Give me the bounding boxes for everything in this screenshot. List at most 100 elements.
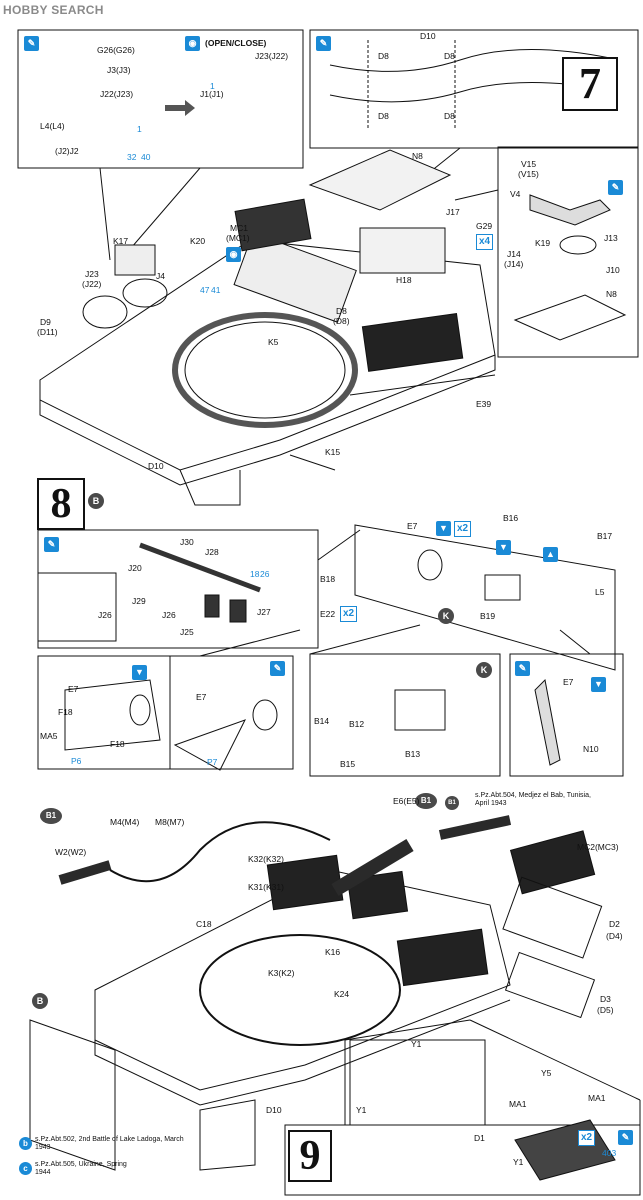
part-label: G29	[476, 221, 493, 231]
quantity-x2-badge: x2	[340, 606, 358, 622]
assembly-option-icon: ◉	[185, 36, 200, 51]
part-label: B13	[405, 749, 421, 759]
part-label: E7	[196, 692, 207, 702]
part-label: G26(G26)	[97, 45, 135, 55]
ref-number: 40	[141, 152, 151, 162]
part-label: D8	[444, 51, 455, 61]
ref-number: 1	[210, 81, 215, 91]
step-number-7: 7	[562, 57, 618, 111]
part-label: K5	[268, 337, 279, 347]
part-label: N8	[606, 289, 617, 299]
part-label: (V15)	[518, 169, 539, 179]
part-label: B19	[480, 611, 496, 621]
part-label: J1(J1)	[200, 89, 224, 99]
part-label: P6	[71, 756, 82, 766]
cement-icon: ✎	[44, 537, 59, 552]
assembly-option-icon: ▼	[436, 521, 451, 536]
part-label: J26	[98, 610, 112, 620]
version-marker-b: B	[32, 993, 48, 1009]
part-label: J4	[156, 271, 165, 281]
cement-icon: ✎	[24, 36, 39, 51]
part-label: J10	[606, 265, 620, 275]
part-label: J17	[446, 207, 460, 217]
part-label: J14	[507, 249, 521, 259]
part-label: B17	[597, 531, 613, 541]
step-number-9: 9	[288, 1130, 332, 1182]
part-label: Y1	[411, 1039, 422, 1049]
part-label: D8	[444, 111, 455, 121]
part-label: J13	[604, 233, 618, 243]
assembly-option-icon: ▼	[132, 665, 147, 680]
part-label: J3(J3)	[107, 65, 131, 75]
callout-box-v15	[497, 146, 639, 358]
callout-box-hatch	[17, 29, 304, 169]
part-label: E7	[407, 521, 418, 531]
part-label: Y1	[513, 1157, 524, 1167]
part-label: W2(W2)	[55, 847, 87, 857]
part-label: J26	[162, 610, 176, 620]
part-label: B12	[349, 719, 365, 729]
ref-number: 47	[200, 285, 210, 295]
part-label: (D4)	[606, 931, 623, 941]
callout-box-tools	[37, 529, 319, 649]
ref-number: 1	[137, 124, 142, 134]
assembly-option-icon: ▼	[591, 677, 606, 692]
part-label: K17	[113, 236, 129, 246]
assembly-option-icon: ◉	[226, 247, 241, 262]
part-label: J23(J22)	[255, 51, 289, 61]
part-label: MC2(MC3)	[577, 842, 619, 852]
part-label: E7	[68, 684, 79, 694]
part-label: D3	[600, 994, 611, 1004]
part-label: K3(K2)	[268, 968, 295, 978]
part-label: E39	[476, 399, 492, 409]
part-label: J23	[85, 269, 99, 279]
version-marker-k: K	[476, 662, 492, 678]
part-label: B16	[503, 513, 519, 523]
quantity-x2-badge: x2	[578, 1130, 596, 1146]
callout-box-d10	[309, 29, 639, 149]
part-label: D10	[266, 1105, 282, 1115]
ref-number: 26	[260, 569, 270, 579]
part-label: K31(K31)	[248, 882, 284, 892]
part-label: E22	[320, 609, 336, 619]
cement-icon: ✎	[316, 36, 331, 51]
part-label: J27	[257, 607, 271, 617]
hobby-search-logo: HOBBY SEARCH	[3, 3, 104, 17]
assembly-option-icon: ▲	[543, 547, 558, 562]
part-label: P7	[207, 757, 218, 767]
version-marker-k: K	[438, 608, 454, 624]
part-label: N8	[412, 151, 423, 161]
part-label: MA1	[509, 1099, 527, 1109]
part-label: MA5	[40, 731, 58, 741]
part-label: K16	[325, 947, 341, 957]
watermark: HOBBY SEARCH	[3, 3, 104, 17]
part-label: Y5	[541, 1068, 552, 1078]
ref-number: 403	[602, 1148, 617, 1158]
part-label: MA1	[588, 1093, 606, 1103]
part-label: K19	[535, 238, 551, 248]
part-label: K15	[325, 447, 341, 457]
part-label: F18	[110, 739, 125, 749]
part-label: D8	[378, 51, 389, 61]
part-label: (D11)	[37, 327, 58, 337]
legend-marker-c: c	[19, 1162, 32, 1175]
part-label: F18	[58, 707, 73, 717]
legend-marker-b1: B1	[445, 796, 459, 810]
callout-box-e7-f18	[37, 655, 294, 770]
quantity-x2-badge: x2	[454, 521, 472, 537]
part-label: E6(E5)	[393, 796, 420, 806]
part-label: B18	[320, 574, 336, 584]
part-label: (D5)	[597, 1005, 614, 1015]
callout-box-b12	[309, 653, 501, 777]
version-marker-b1: B1	[40, 808, 62, 824]
part-label: L4(L4)	[40, 121, 65, 131]
part-label: Y1	[356, 1105, 367, 1115]
part-label: E7	[563, 677, 574, 687]
part-label: K20	[190, 236, 206, 246]
part-label: M4(M4)	[110, 817, 140, 827]
cement-icon: ✎	[608, 180, 623, 195]
part-label: D2	[609, 919, 620, 929]
part-label: D10	[148, 461, 164, 471]
part-label: J28	[205, 547, 219, 557]
part-label: L5	[595, 587, 605, 597]
